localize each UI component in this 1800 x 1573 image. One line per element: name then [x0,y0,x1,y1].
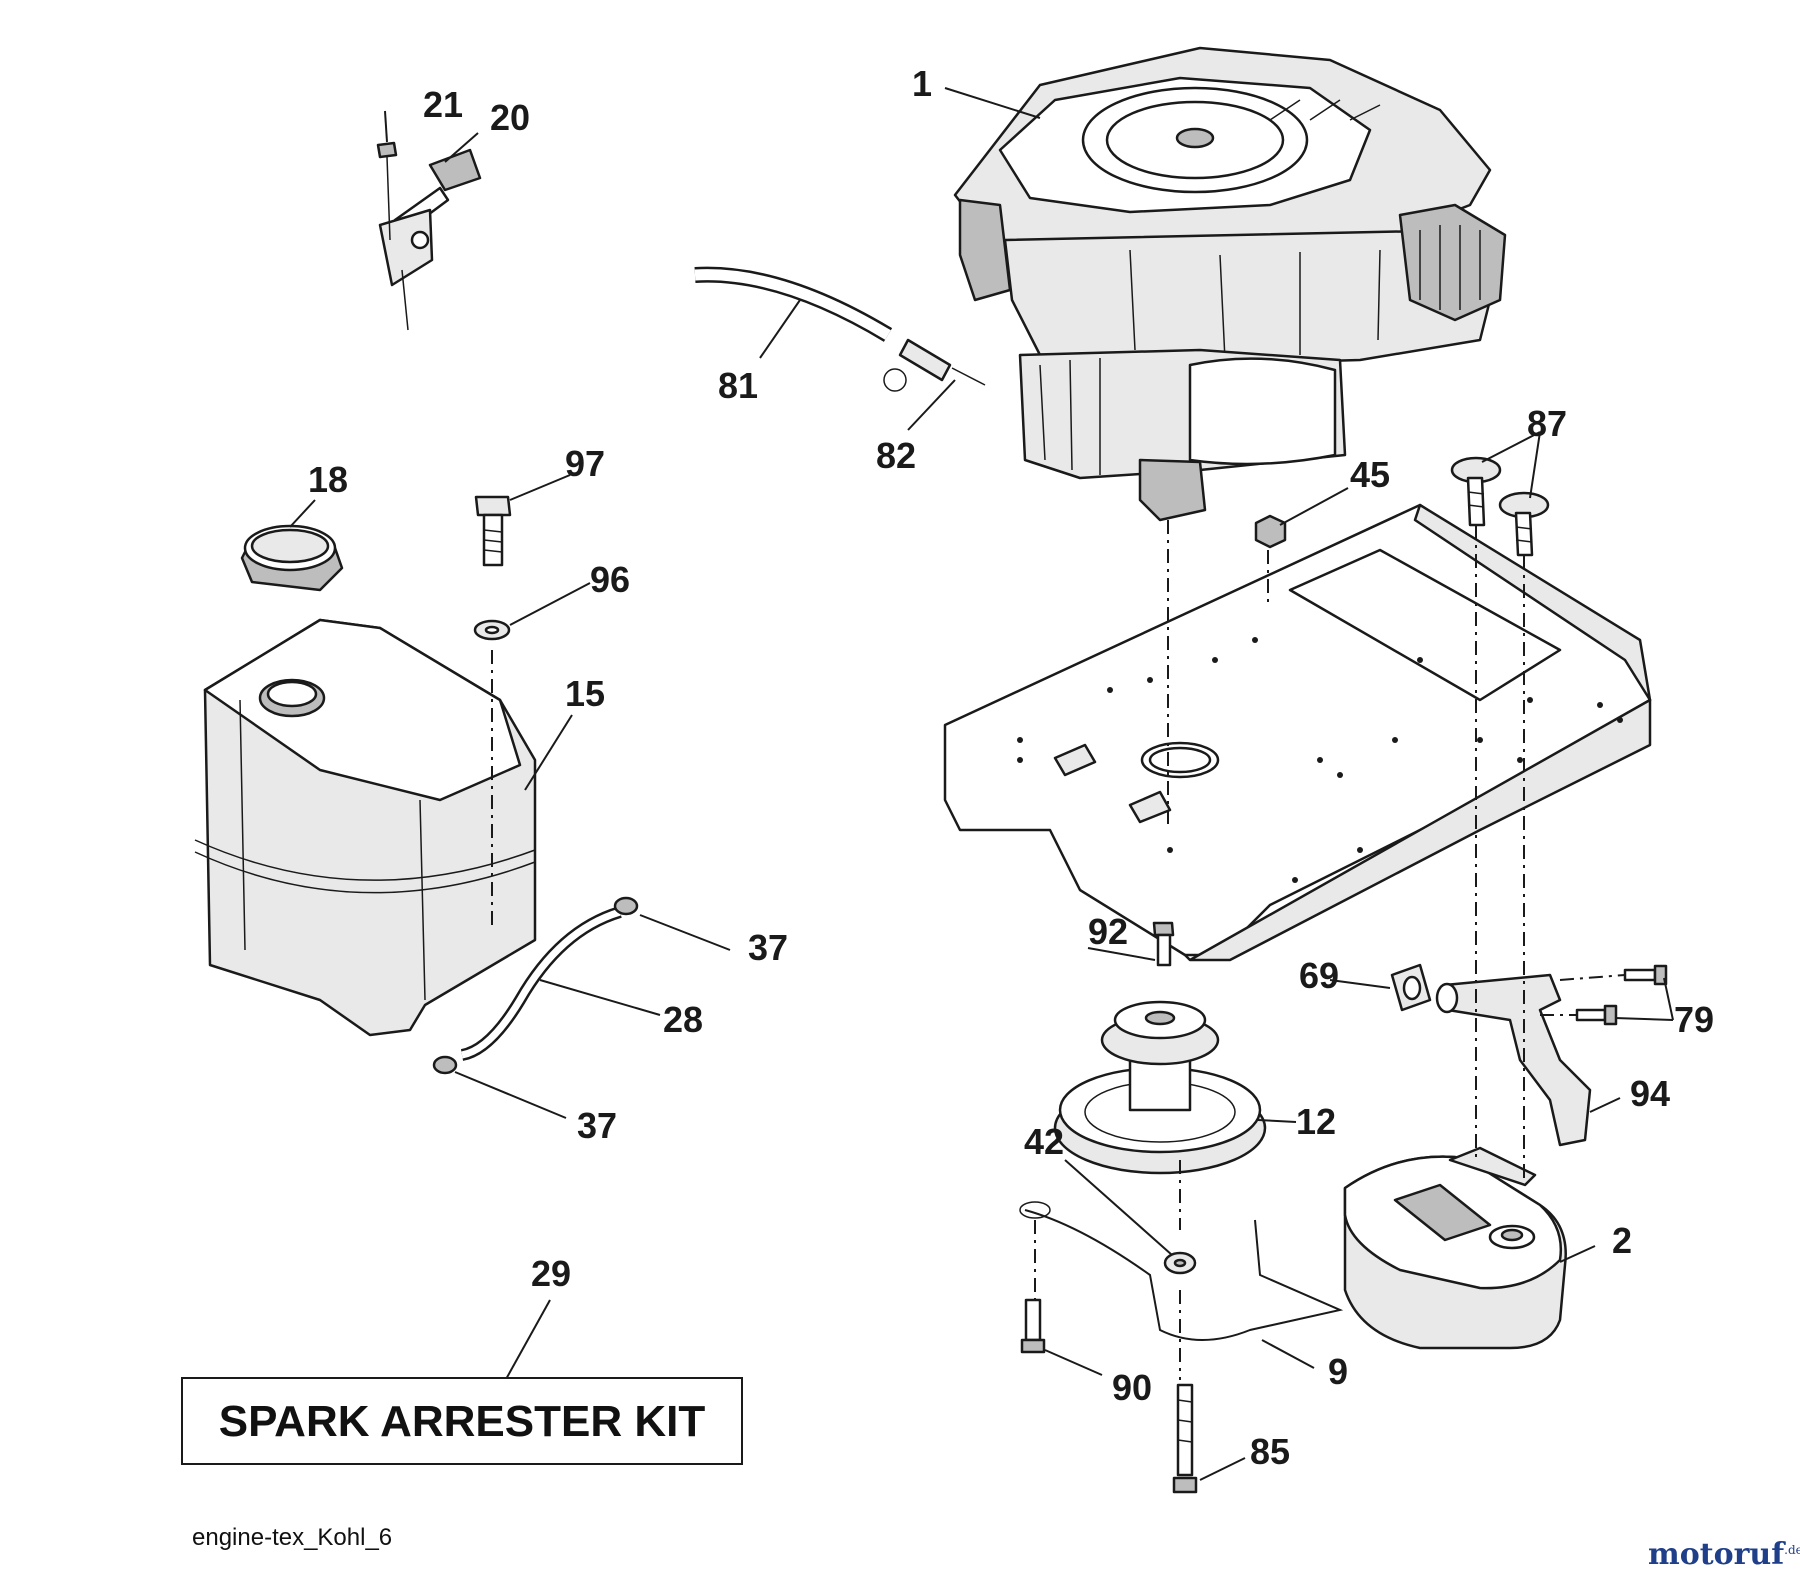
washer-part-42 [1163,1251,1197,1275]
callout-1: 1 [912,63,932,104]
throttle-control-part-20 [378,148,482,331]
callout-45: 45 [1350,454,1390,495]
callout-37-bottom: 37 [577,1105,617,1146]
callout-82: 82 [876,435,916,476]
callout-94: 94 [1630,1073,1670,1114]
callout-90: 90 [1112,1367,1152,1408]
bolt-part-85 [1172,1383,1198,1494]
callout-15: 15 [565,673,605,714]
callout-97: 97 [565,443,605,484]
bolts-part-79 [1575,964,1668,1026]
fuel-line-part-81 [694,266,893,342]
callout-18: 18 [308,459,348,500]
spark-arrester-kit-box [181,1377,743,1465]
washer-part-96 [473,619,511,641]
gasket-part-69 [1390,963,1432,1012]
callout-81: 81 [718,365,758,406]
watermark-tld: .de [1784,1543,1800,1557]
callout-85: 85 [1250,1431,1290,1472]
callout-42: 42 [1024,1121,1064,1162]
callout-79: 79 [1674,999,1714,1040]
fuel-cap-part-18 [240,524,344,592]
callout-87: 87 [1527,403,1567,444]
muffler-part-2 [1343,1146,1567,1350]
pulley-part-12 [1053,1000,1267,1175]
callout-69: 69 [1299,955,1339,996]
hose-clamp-part-37-bottom [432,1055,458,1075]
callout-21: 21 [423,84,463,125]
exhaust-pipe-part-94 [1435,973,1592,1147]
spark-arrester-kit-label: SPARK ARRESTER KIT [219,1397,706,1446]
bolt-part-21 [376,141,398,241]
callout-20: 20 [490,97,530,138]
callout-28: 28 [663,999,703,1040]
rod-part-9 [1019,1201,1344,1341]
bolt-part-97 [474,495,512,567]
drawing-code: engine-tex_Kohl_6 [192,1524,392,1551]
watermark-logo: motoruf.de [1648,1537,1800,1572]
bolts-part-87 [1450,456,1550,557]
nut-part-45 [1254,514,1287,549]
chassis-frame [943,503,1652,962]
hose-clamp-part-37-top [613,896,639,916]
callout-12: 12 [1296,1101,1336,1142]
callout-29: 29 [531,1253,571,1294]
callout-96: 96 [590,559,630,600]
bolt-part-90 [1020,1298,1046,1354]
engine-part-1 [953,46,1507,522]
fuel-hose-part-28 [460,906,622,1061]
bolt-part-92 [1152,921,1175,967]
callout-9: 9 [1328,1351,1348,1392]
fuel-filter-part-82 [883,338,986,392]
center-lines [491,520,1626,1380]
leader-lines [289,87,1674,1481]
callout-92: 92 [1088,911,1128,952]
fuel-tank-part-15 [194,618,537,1037]
callout-2: 2 [1612,1220,1632,1261]
watermark-brand: motoruf [1648,1537,1786,1572]
callout-37-top: 37 [748,927,788,968]
